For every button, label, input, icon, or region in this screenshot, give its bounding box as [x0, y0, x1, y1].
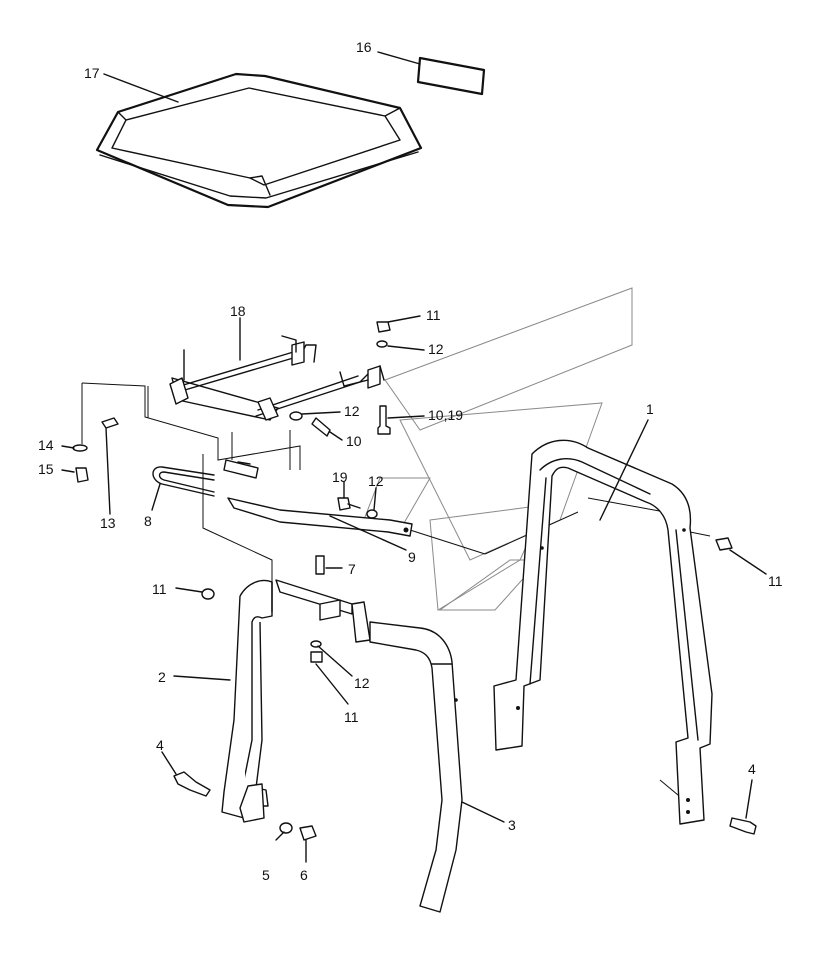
callout-4: 4: [156, 737, 164, 753]
callout-19: 19: [332, 469, 348, 485]
callout-6: 6: [300, 867, 308, 883]
mounting-bracket-part-18: [169, 335, 385, 421]
callout-2: 2: [158, 669, 166, 685]
callout-17: 17: [84, 65, 100, 81]
alignment-lines: [81, 382, 711, 801]
callout-11: 11: [152, 581, 167, 597]
leader-lines: [61, 51, 767, 863]
callout-12: 12: [344, 403, 360, 419]
frame-leg-part-2: [221, 579, 273, 823]
callout-5: 5: [262, 867, 270, 883]
callout-3: 3: [508, 817, 516, 833]
roll-bar-part-1: [493, 439, 713, 825]
callout-labels: 16 17 18 11 12 12 10 10,19 1 14 15 13 8 …: [38, 39, 783, 883]
callout-14: 14: [38, 437, 54, 453]
decal-part-16: [416, 56, 486, 96]
callout-12: 12: [428, 341, 444, 357]
callout-13: 13: [100, 515, 116, 531]
callout-18: 18: [230, 303, 246, 319]
callout-1: 1: [646, 401, 654, 417]
callout-7: 7: [348, 561, 356, 577]
callout-12: 12: [354, 675, 370, 691]
callout-11: 11: [426, 307, 441, 323]
callout-9: 9: [408, 549, 416, 565]
callout-15: 15: [38, 461, 54, 477]
callout-11: 11: [768, 573, 783, 589]
frame-leg-part-3: [275, 579, 463, 913]
callout-11: 11: [344, 709, 359, 725]
cross-bar-part-9: [227, 497, 413, 537]
callout-8: 8: [144, 513, 152, 529]
callout-12: 12: [368, 473, 384, 489]
hardware-parts: [72, 321, 757, 841]
callout-10-19: 10,19: [428, 407, 463, 423]
callout-16: 16: [356, 39, 372, 55]
callout-10: 10: [346, 433, 362, 449]
u-clip-part-8: [152, 459, 259, 497]
callout-4: 4: [748, 761, 756, 777]
canopy-top-part-17: [95, 72, 423, 209]
